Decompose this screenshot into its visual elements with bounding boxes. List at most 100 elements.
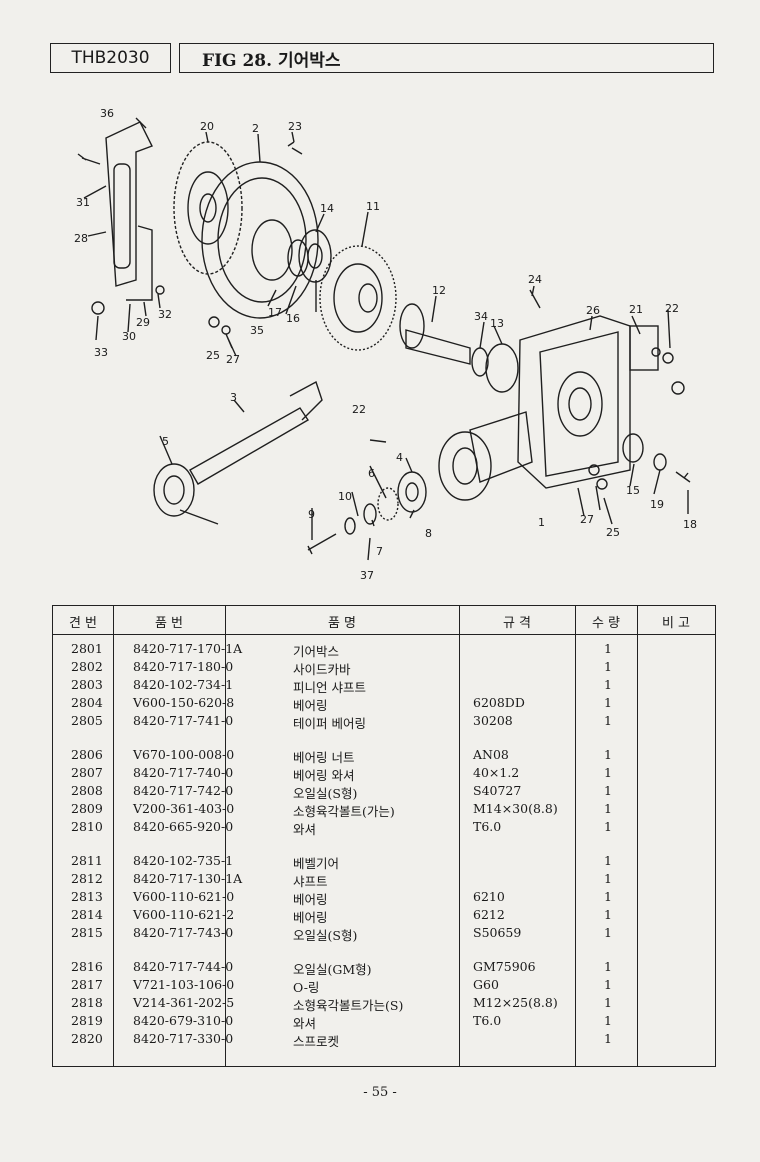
cell-qty: 1 (604, 977, 612, 992)
cell-part-no: 8420-717-740-0 (133, 765, 234, 780)
callout-label: 30 (122, 330, 136, 343)
cell-part-name: 테이퍼 베어링 (293, 716, 366, 731)
cell-part-no: 8420-717-170-1A (133, 641, 243, 656)
callout-label: 35 (250, 324, 264, 337)
cell-part-no: 8420-717-742-0 (133, 783, 234, 798)
cell-spec: GM75906 (473, 959, 536, 974)
callout-label: 26 (586, 304, 600, 317)
cell-part-no: 8420-665-920-0 (133, 819, 234, 834)
callout-label: 11 (366, 200, 380, 213)
cell-ref-no: 2819 (71, 1013, 103, 1028)
cell-part-name: 와셔 (293, 1016, 317, 1031)
callout-label: 22 (665, 302, 679, 315)
cell-part-no: 8420-679-310-0 (133, 1013, 234, 1028)
exploded-parts-diagram: 36 20 2 23 31 14 11 28 24 12 21 22 26 34… (74, 107, 697, 582)
cell-qty: 1 (604, 1013, 612, 1028)
callout-label: 9 (308, 508, 315, 521)
callout-label: 2 (252, 122, 259, 135)
cell-part-no: V200-361-403-0 (133, 801, 235, 816)
cell-ref-no: 2812 (71, 871, 103, 886)
cell-spec: G60 (473, 977, 499, 992)
header-model-code: THB2030 (50, 43, 171, 73)
page-number: - 55 - (363, 1085, 397, 1100)
cell-part-no: 8420-102-735-1 (133, 853, 234, 868)
header-figure-title: FIG 28. 기어박스 (179, 43, 714, 73)
cell-spec: T6.0 (473, 1013, 502, 1028)
callout-label: 1 (538, 516, 545, 529)
cell-qty: 1 (604, 713, 612, 728)
cell-qty: 1 (604, 783, 612, 798)
cell-qty: 1 (604, 659, 612, 674)
cell-ref-no: 2814 (71, 907, 103, 922)
cell-part-no: 8420-717-743-0 (133, 925, 234, 940)
cell-qty: 1 (604, 853, 612, 868)
diagram-callout-labels: 36 20 2 23 31 14 11 28 24 12 21 22 26 34… (74, 107, 697, 582)
cell-qty: 1 (604, 695, 612, 710)
cell-ref-no: 2807 (71, 765, 103, 780)
callout-label: 27 (226, 353, 240, 366)
cell-part-name: 소형육각볼트가는(S) (293, 998, 404, 1013)
cell-part-no: 8420-717-744-0 (133, 959, 234, 974)
cell-part-no: 8420-717-330-0 (133, 1031, 234, 1046)
cell-ref-no: 2802 (71, 659, 103, 674)
header-part-name: 품 명 (327, 616, 357, 631)
cell-qty: 1 (604, 677, 612, 692)
cell-qty: 1 (604, 819, 612, 834)
header-part-no: 품 번 (154, 616, 184, 631)
cell-qty: 1 (604, 925, 612, 940)
callout-label: 18 (683, 518, 697, 531)
callout-label: 25 (606, 526, 620, 539)
callout-label: 3 (230, 391, 237, 404)
cell-ref-no: 2815 (71, 925, 103, 940)
cell-part-name: 오일실(S형) (293, 928, 358, 943)
cell-spec: 40×1.2 (473, 765, 520, 780)
figure-title-text: FIG 28. 기어박스 (202, 50, 341, 71)
cell-part-name: 베어링 너트 (293, 750, 355, 765)
cell-part-name: 오일실(GM형) (293, 962, 372, 977)
cell-ref-no: 2801 (71, 641, 103, 656)
callout-label: 28 (74, 232, 88, 245)
cell-spec: S50659 (473, 925, 522, 940)
cell-part-no: 8420-102-734-1 (133, 677, 234, 692)
cell-ref-no: 2803 (71, 677, 103, 692)
cell-part-name: 베어링 (293, 892, 328, 907)
cell-ref-no: 2804 (71, 695, 103, 710)
cell-part-no: 8420-717-741-0 (133, 713, 234, 728)
cell-part-no: 8420-717-130-1A (133, 871, 243, 886)
cell-part-name: 베어링 (293, 698, 328, 713)
cell-qty: 1 (604, 889, 612, 904)
cell-part-name: 샤프트 (293, 874, 328, 889)
cell-spec: 6210 (473, 889, 505, 904)
cell-qty: 1 (604, 871, 612, 886)
header-qty: 수 량 (591, 616, 621, 631)
cell-spec: S40727 (473, 783, 522, 798)
header-remarks: 비 고 (661, 616, 691, 631)
cell-ref-no: 2817 (71, 977, 103, 992)
cell-part-no: V214-361-202-5 (133, 995, 235, 1010)
callout-label: 12 (432, 284, 446, 297)
callout-label: 16 (286, 312, 300, 325)
callout-label: 20 (200, 120, 214, 133)
callout-label: 27 (580, 513, 594, 526)
cell-ref-no: 2813 (71, 889, 103, 904)
callout-label: 7 (376, 545, 383, 558)
cell-part-name: 피니언 샤프트 (293, 680, 366, 695)
callout-label: 19 (650, 498, 664, 511)
cell-qty: 1 (604, 907, 612, 922)
callout-label: 36 (100, 107, 114, 120)
cell-ref-no: 2811 (71, 853, 103, 868)
cell-part-no: V600-150-620-8 (133, 695, 235, 710)
cell-qty: 1 (604, 765, 612, 780)
cell-ref-no: 2818 (71, 995, 103, 1010)
cell-part-name: 사이드카바 (293, 662, 351, 677)
